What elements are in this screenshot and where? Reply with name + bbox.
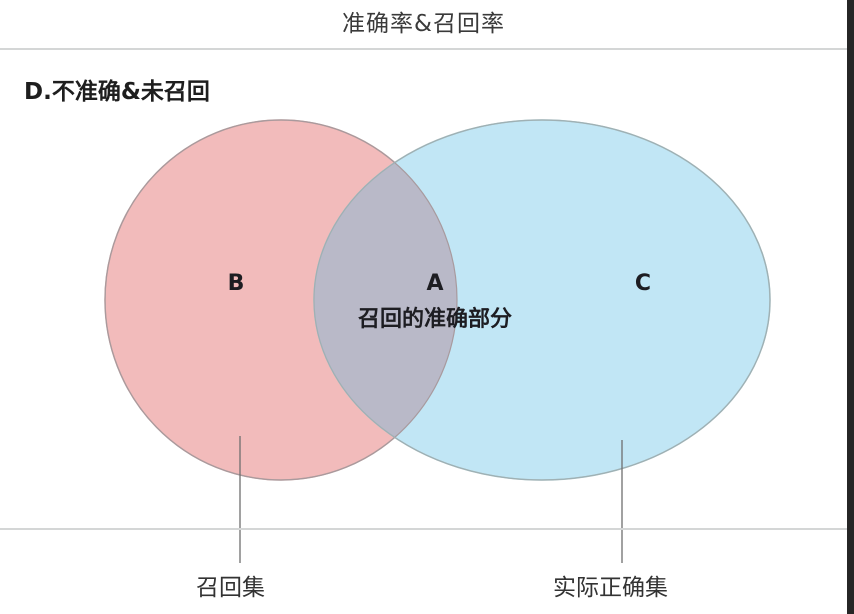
actual-correct-set-outline	[313, 119, 771, 481]
region-d-heading: D.不准确&未召回	[24, 79, 210, 105]
recall-set-outline	[104, 119, 458, 481]
diagram-title: 准确率&召回率	[342, 11, 505, 37]
region-c-label: C	[634, 271, 652, 296]
region-a-description: 召回的准确部分	[357, 307, 512, 332]
bottom-divider	[0, 528, 847, 530]
recall-set-caption: 召回集	[196, 575, 265, 601]
intersection-region	[314, 120, 457, 480]
top-divider	[0, 48, 847, 50]
region-b-label: B	[227, 271, 245, 296]
actual-correct-set-caption: 实际正确集	[553, 575, 668, 601]
window-edge-strip	[847, 0, 854, 614]
region-a-label: A	[426, 271, 444, 296]
